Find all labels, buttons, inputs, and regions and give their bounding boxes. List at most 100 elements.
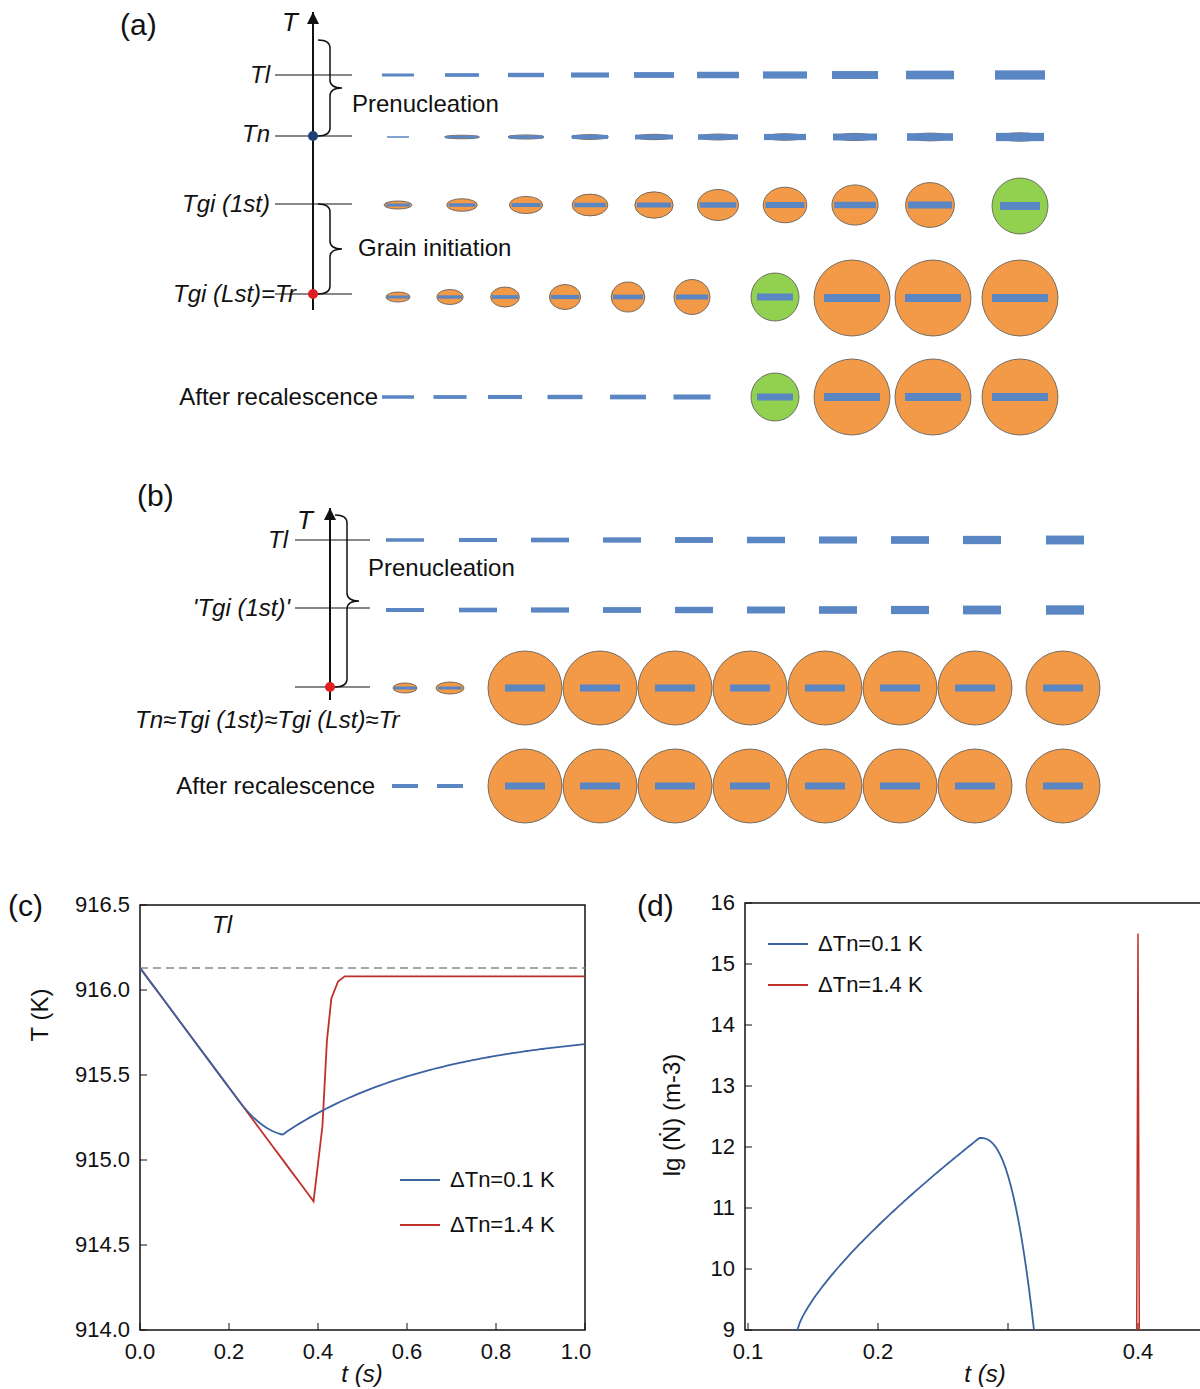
- brace: [335, 515, 359, 687]
- liquid-dash: [548, 395, 583, 399]
- liquid-dash: [1000, 202, 1040, 210]
- grain: [638, 651, 712, 725]
- liquid-dash: [757, 394, 793, 401]
- liquid-dash: [805, 685, 845, 692]
- tick: [140, 905, 147, 906]
- liquid-dash: [757, 294, 793, 301]
- grain: [437, 290, 463, 305]
- grain: [611, 282, 645, 312]
- liquid-dash: [730, 685, 770, 692]
- liquid-dash: [1043, 685, 1083, 692]
- tick-label: 13: [711, 1074, 735, 1098]
- grain: [982, 260, 1058, 336]
- legend-text: ΔTn=1.4 K: [450, 1213, 555, 1237]
- liquid-dash: [531, 607, 569, 612]
- liquid-dash: [730, 783, 770, 790]
- liquid-dash: [805, 783, 845, 790]
- tick: [745, 1086, 752, 1087]
- liquid-dash: [446, 136, 478, 139]
- legend-sample: [400, 1179, 440, 1181]
- tick: [1138, 1323, 1139, 1330]
- grain: [563, 749, 637, 823]
- liquid-dash: [509, 135, 543, 138]
- grain: [788, 651, 862, 725]
- liquid-dash: [891, 536, 929, 544]
- tick-label: 12: [711, 1135, 735, 1159]
- tick-label: 915.0: [75, 1148, 130, 1172]
- liquid-dash: [1043, 783, 1083, 790]
- tick: [745, 1147, 752, 1148]
- tick-label: 0.8: [481, 1340, 512, 1364]
- grain: [572, 135, 609, 140]
- axis-title: T: [297, 506, 313, 535]
- grain: [713, 749, 787, 823]
- grain: [674, 280, 710, 315]
- grain: [635, 192, 673, 218]
- liquid-dash: [386, 538, 424, 542]
- stage-label: Prenucleation: [352, 91, 499, 117]
- tick: [229, 1323, 230, 1330]
- tick-label: 0.6: [392, 1340, 423, 1364]
- tick-label: 9: [723, 1318, 735, 1342]
- liquid-dash: [1046, 605, 1084, 614]
- tick-label: 914.5: [75, 1233, 130, 1257]
- liquid-dash: [992, 294, 1048, 302]
- grain: [393, 683, 417, 693]
- tick-label: t (s): [341, 1361, 382, 1387]
- liquid-dash: [832, 71, 878, 79]
- liquid-dash: [819, 606, 857, 614]
- legend-sample: [768, 943, 808, 945]
- liquid-dash: [880, 685, 920, 692]
- liquid-dash: [676, 295, 708, 300]
- liquid-dash: [438, 295, 462, 298]
- legend-text: ΔTn=0.1 K: [450, 1168, 555, 1192]
- liquid-dash: [747, 537, 785, 544]
- tick: [878, 1323, 879, 1330]
- tick: [140, 1323, 141, 1330]
- liquid-dash: [386, 608, 424, 612]
- plot-frame: [140, 905, 585, 1330]
- tick: [748, 1323, 749, 1330]
- liquid-dash: [551, 295, 579, 299]
- grain: [436, 682, 464, 694]
- temperature-axis: [329, 508, 331, 700]
- tick-label: t (s): [964, 1361, 1005, 1387]
- liquid-dash: [508, 73, 544, 77]
- liquid-dash: [505, 685, 545, 692]
- liquid-dash: [906, 71, 954, 80]
- liquid-dash: [674, 395, 711, 400]
- liquid-dash: [613, 295, 643, 300]
- liquid-dash: [386, 204, 410, 207]
- grain: [895, 359, 971, 435]
- stage-label: Prenucleation: [368, 555, 515, 581]
- tick-label: Tl: [212, 912, 232, 938]
- grain: [938, 651, 1012, 725]
- liquid-dash: [905, 294, 961, 302]
- liquid-dash: [824, 393, 880, 401]
- plot-frame: [745, 903, 1200, 1330]
- liquid-dash: [637, 203, 671, 208]
- tick-label: 11: [712, 1196, 735, 1220]
- grain: [491, 287, 520, 307]
- grain: [488, 651, 562, 725]
- temperature-label: 'Tgi (1st)': [193, 595, 290, 621]
- curve: [140, 968, 585, 1135]
- state-dot: [308, 131, 318, 141]
- temperature-axis: [312, 12, 314, 310]
- temperature-label: Tgi (Lst)=Tr: [173, 281, 296, 307]
- grain: [384, 201, 412, 209]
- state-dot: [308, 289, 318, 299]
- grain: [638, 749, 712, 823]
- tick: [140, 1245, 147, 1246]
- grain: [814, 359, 890, 435]
- temperature-label: Tn≈Tgi (1st)≈Tgi (Lst)≈Tr: [135, 707, 399, 733]
- legend-text: ΔTn=1.4 K: [818, 973, 923, 997]
- liquid-dash: [963, 536, 1001, 544]
- grain: [509, 196, 542, 213]
- liquid-dash: [675, 607, 713, 613]
- liquid-dash: [996, 133, 1044, 141]
- liquid-dash: [824, 294, 880, 302]
- liquid-dash: [572, 135, 608, 139]
- liquid-dash: [763, 71, 807, 78]
